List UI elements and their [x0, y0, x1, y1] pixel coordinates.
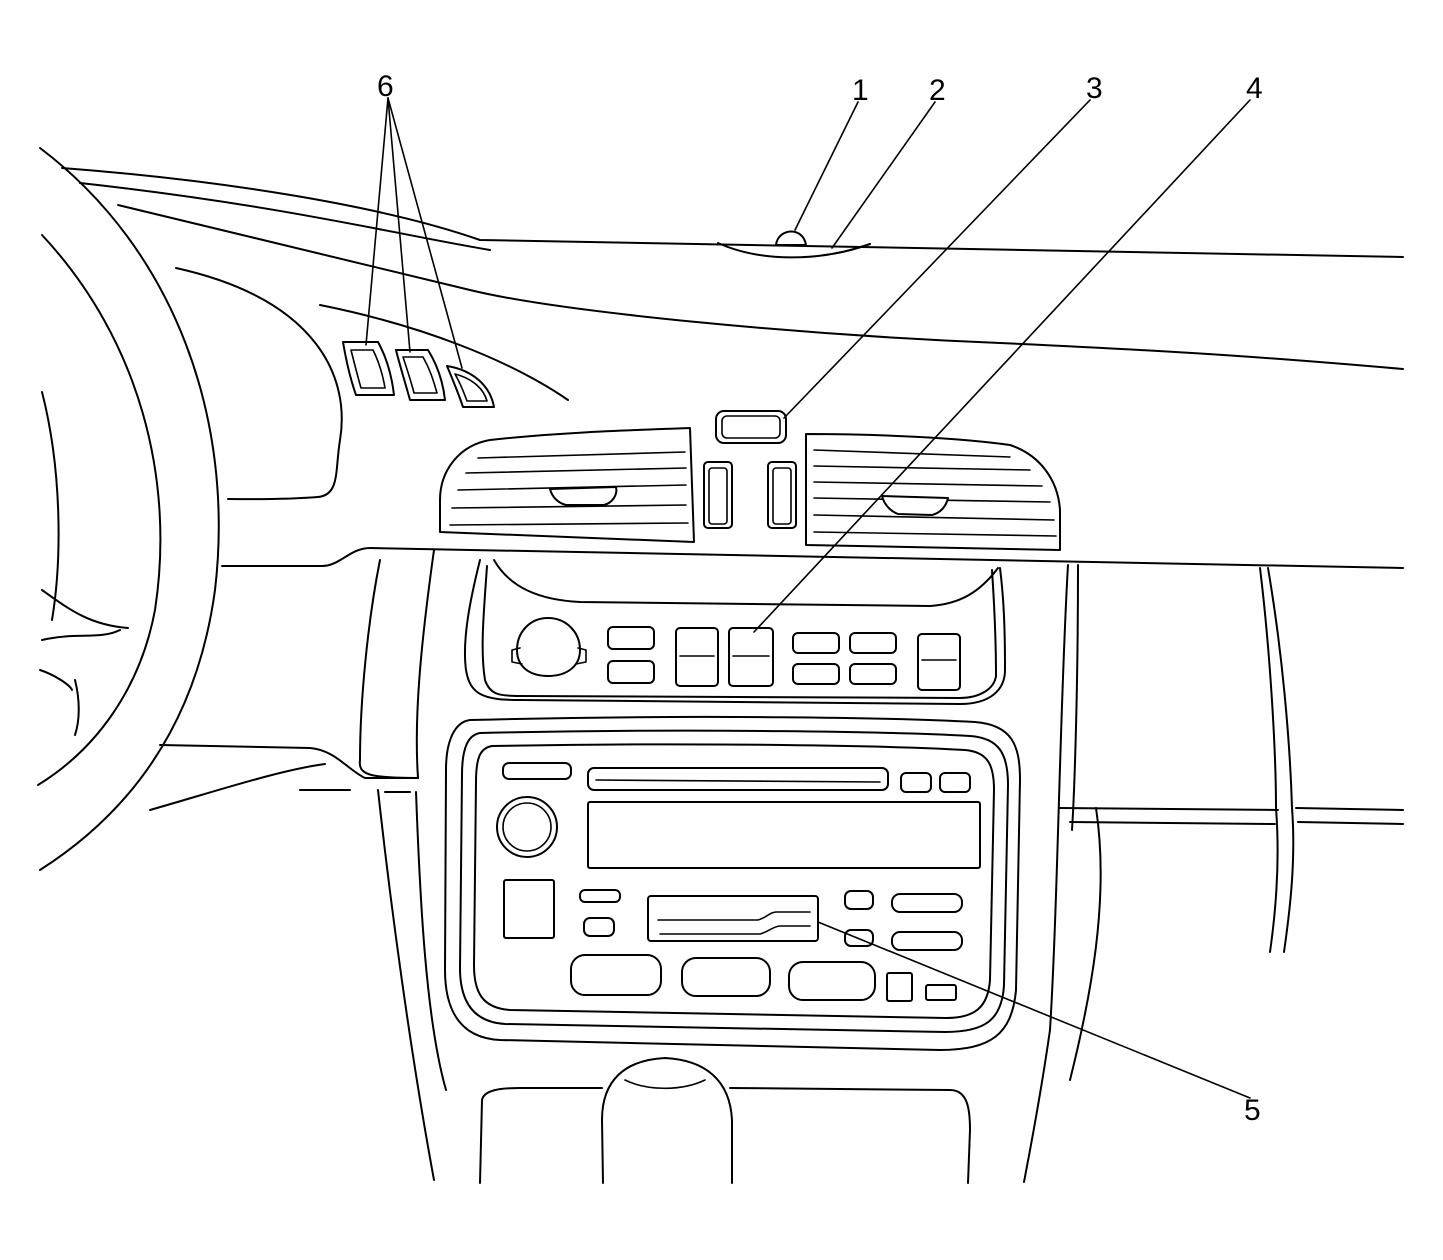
center-stack [149, 549, 1404, 1183]
climate-control-panel [463, 559, 1006, 705]
instrument-panel-switches [342, 341, 495, 408]
callout-label-1: 1 [852, 74, 869, 107]
center-upper-indicator [715, 410, 787, 444]
callout-label-2: 2 [929, 74, 946, 107]
lower-console [479, 1057, 971, 1184]
vent-thumbwheels [703, 461, 797, 529]
left-air-vent [439, 427, 695, 543]
steering-wheel [37, 147, 220, 871]
climate-control-button [728, 627, 774, 687]
callout-label-3: 3 [1086, 72, 1103, 105]
temperature-knob [516, 617, 581, 677]
callout-label-4: 4 [1246, 72, 1263, 105]
callout-labels: 6 1 2 3 4 5 [377, 70, 1263, 1127]
dashboard-top [61, 167, 1404, 501]
callout-label-5: 5 [1244, 1094, 1261, 1127]
cd-slot [587, 767, 889, 791]
leader-lines [365, 97, 1251, 1099]
sun-load-sensor [775, 230, 807, 246]
radio-bezel [444, 715, 1021, 1051]
volume-knob [496, 796, 558, 858]
radio-cassette-slot [647, 895, 819, 942]
radio-display [587, 801, 981, 869]
defroster-grille [717, 242, 871, 259]
callout-label-6: 6 [377, 70, 394, 103]
right-air-vent [805, 433, 1061, 551]
dash-shelf [221, 547, 1404, 569]
